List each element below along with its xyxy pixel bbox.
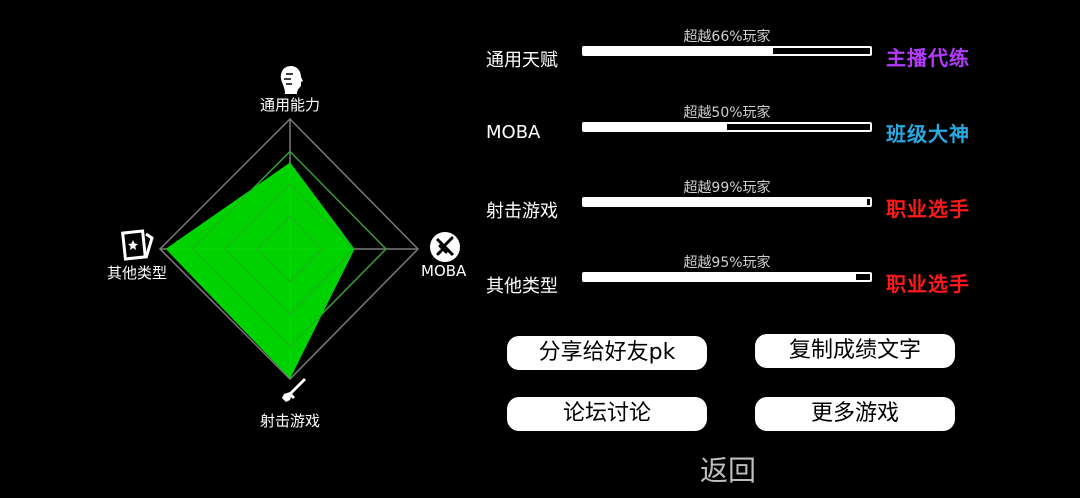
head-icon xyxy=(280,66,303,94)
rank-label: 班级大神 xyxy=(886,122,970,146)
radar-inner-ring-1 xyxy=(191,150,387,348)
stat-caption: 超越95%玩家 xyxy=(683,255,771,271)
forum-button[interactable]: 论坛讨论 xyxy=(507,397,707,431)
stat-name: MOBA xyxy=(486,122,541,143)
axis-label-bottom: 射击游戏 xyxy=(260,412,321,430)
axis-label-left: 其他类型 xyxy=(107,264,168,282)
radar-chart xyxy=(158,117,420,381)
radar-inner-ring-2 xyxy=(224,183,355,315)
progress-fill xyxy=(584,274,856,280)
progress-bar xyxy=(582,197,872,207)
progress-bar xyxy=(582,272,872,282)
stat-row-shooter: 射击游戏 超越99%玩家 职业选手 xyxy=(486,180,986,225)
stat-name: 通用天赋 xyxy=(486,50,558,71)
rank-label: 职业选手 xyxy=(886,197,970,221)
back-button[interactable]: 返回 xyxy=(700,454,757,487)
radar-data-polygon xyxy=(165,162,355,379)
stat-name: 射击游戏 xyxy=(486,201,558,222)
stat-caption: 超越66%玩家 xyxy=(683,29,771,45)
progress-bar xyxy=(582,122,872,132)
copy-results-button[interactable]: 复制成绩文字 xyxy=(755,334,955,368)
stat-name: 其他类型 xyxy=(486,276,558,297)
progress-fill xyxy=(584,48,773,54)
no-sword-icon xyxy=(430,232,460,262)
axis-label-right: MOBA xyxy=(421,262,467,280)
stat-row-general: 通用天赋 超越66%玩家 主播代练 xyxy=(486,29,986,74)
axis-label-top: 通用能力 xyxy=(260,96,321,114)
stat-row-moba: MOBA 超越50%玩家 班级大神 xyxy=(486,105,986,150)
progress-fill xyxy=(584,124,727,130)
stat-caption: 超越99%玩家 xyxy=(683,180,771,196)
progress-bar xyxy=(582,46,872,56)
rank-label: 职业选手 xyxy=(886,272,970,296)
more-games-button[interactable]: 更多游戏 xyxy=(755,397,955,431)
card-star-icon xyxy=(121,229,154,261)
progress-fill xyxy=(584,199,868,205)
radar-inner-ring-3 xyxy=(256,215,323,283)
stat-row-other: 其他类型 超越95%玩家 职业选手 xyxy=(486,255,986,300)
rank-label: 主播代练 xyxy=(886,46,970,70)
stat-caption: 超越50%玩家 xyxy=(683,105,771,121)
share-button[interactable]: 分享给好友pk xyxy=(507,336,707,370)
rifle-icon xyxy=(282,378,306,402)
